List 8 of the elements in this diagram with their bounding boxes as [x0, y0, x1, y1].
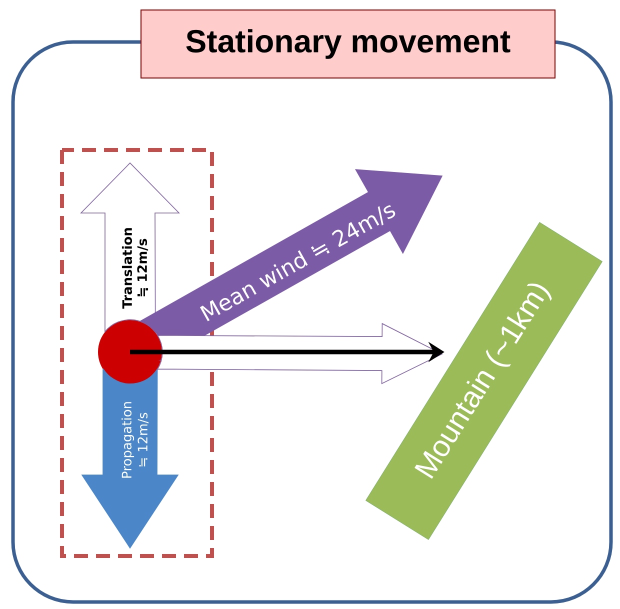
block-arrow: [156, 323, 442, 384]
block-arrow: [82, 368, 178, 548]
block-arrow: [80, 162, 180, 333]
edge-label: Propagation ≒ 12m/s: [121, 402, 149, 478]
dot-marker: [98, 320, 162, 384]
edge-label: Translation ≒ 12m/s: [122, 228, 148, 309]
title-box: Stationary movement: [140, 9, 556, 78]
block-arrow: [140, 169, 442, 360]
